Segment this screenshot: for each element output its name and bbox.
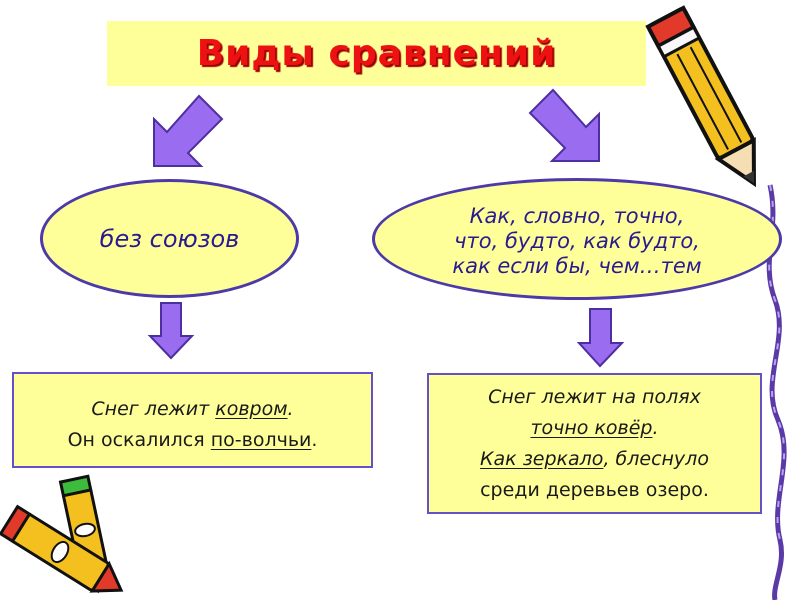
- node-label: без союзов: [99, 224, 240, 253]
- example-comparison: Как зеркало: [480, 448, 604, 470]
- example-right-line-4: среди деревьев озеро.: [480, 479, 709, 501]
- example-comparison: по-волчьи: [210, 429, 312, 451]
- example-right-line-2: точно ковёр.: [429, 413, 760, 444]
- arrow-right-node-to-example: [576, 308, 625, 368]
- arrow-title-to-right: [528, 88, 600, 162]
- example-right-line-1: Снег лежит на полях: [488, 386, 701, 408]
- title-box: Виды сравнений: [107, 21, 646, 86]
- example-right-line-3: Как зеркало, блеснуло: [429, 444, 760, 475]
- example-punct: .: [652, 417, 659, 439]
- example-text: Он оскалился: [67, 429, 211, 451]
- example-comparison: ковром: [215, 398, 288, 420]
- arrow-title-to-left: [153, 94, 224, 167]
- example-left: Снег лежит ковром. Он оскалился по-волчь…: [12, 372, 373, 468]
- example-text: , блеснуло: [603, 448, 709, 470]
- example-left-line-2: Он оскалился по-волчьи.: [14, 425, 371, 456]
- crayons-icon: [0, 474, 124, 594]
- node-with-conjunctions: Как, словно, точно, что, будто, как будт…: [372, 178, 782, 300]
- conjunction-line-1: Как, словно, точно,: [469, 203, 685, 228]
- pencil-icon: [645, 5, 756, 188]
- example-left-line-1: Снег лежит ковром.: [14, 394, 371, 425]
- node-without-conjunctions: без союзов: [40, 179, 299, 298]
- example-text: Снег лежит: [91, 398, 216, 420]
- conjunction-list: Как, словно, точно, что, будто, как будт…: [452, 204, 701, 279]
- conjunction-line-2: что, будто, как будто,: [454, 228, 700, 253]
- conjunction-line-3: как если бы, чем…тем: [452, 253, 702, 278]
- example-comparison: точно ковёр: [530, 417, 653, 439]
- arrow-left-node-to-example: [147, 302, 195, 360]
- example-punct: .: [287, 398, 294, 420]
- example-right: Снег лежит на полях точно ковёр. Как зер…: [427, 373, 762, 514]
- example-punct: .: [311, 429, 318, 451]
- ribbon-decoration: [766, 184, 787, 600]
- diagram-title: Виды сравнений: [196, 33, 557, 74]
